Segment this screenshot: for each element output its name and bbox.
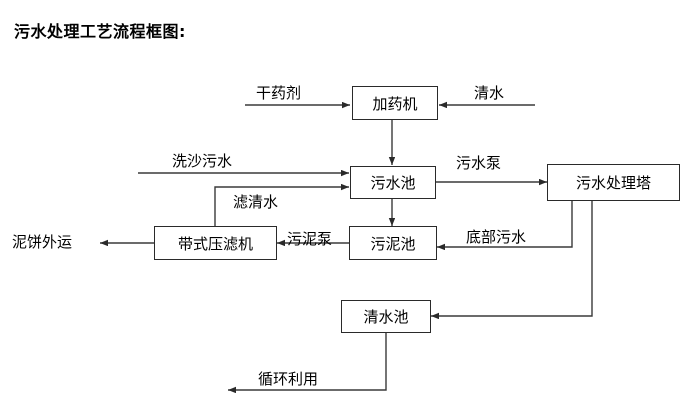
edge-label-filtered-clear-water: 滤清水 (233, 193, 279, 211)
edge-label-sewage-pump: 污水泵 (456, 154, 502, 172)
terminal-label-dry-agent: 干药剂 (256, 84, 302, 102)
terminal-label-sand-washing-sewage: 洗沙污水 (172, 152, 233, 170)
edge-tower-to-clean-water-pool (431, 201, 593, 320)
node-label-sewage-pool: 污水池 (370, 174, 416, 192)
edge-label-recycling-reuse: 循环利用 (258, 370, 319, 388)
edge-clean-water-pool-to-recycling (228, 333, 387, 394)
edge-tower-to-sludge-pool (437, 201, 573, 251)
terminal-label-clean-water-input: 清水 (474, 84, 505, 102)
edge-label-sludge-pump: 污泥泵 (287, 230, 333, 248)
node-label-sludge-pool: 污泥池 (370, 234, 416, 253)
node-label-belt-filter-press: 带式压滤机 (177, 234, 253, 253)
node-sewage-pool[interactable]: 污水池 (350, 166, 436, 199)
page-title: 污水处理工艺流程框图: (14, 22, 186, 41)
node-sludge-pool[interactable]: 污泥池 (349, 226, 437, 260)
node-clean-water-pool[interactable]: 清水池 (341, 300, 431, 333)
node-label-clean-water-pool: 清水池 (363, 308, 409, 326)
node-dosing-machine[interactable]: 加药机 (352, 86, 438, 120)
node-belt-filter-press[interactable]: 带式压滤机 (154, 226, 277, 260)
node-label-sewage-treatment-tower: 污水处理塔 (575, 174, 651, 192)
node-label-dosing-machine: 加药机 (372, 94, 418, 113)
terminal-label-mud-cake-out: 泥饼外运 (12, 233, 73, 251)
node-sewage-treatment-tower[interactable]: 污水处理塔 (547, 164, 680, 201)
edge-belt-filter-press-to-sewage-pool (214, 183, 349, 226)
edge-label-bottom-sewage: 底部污水 (466, 228, 527, 246)
